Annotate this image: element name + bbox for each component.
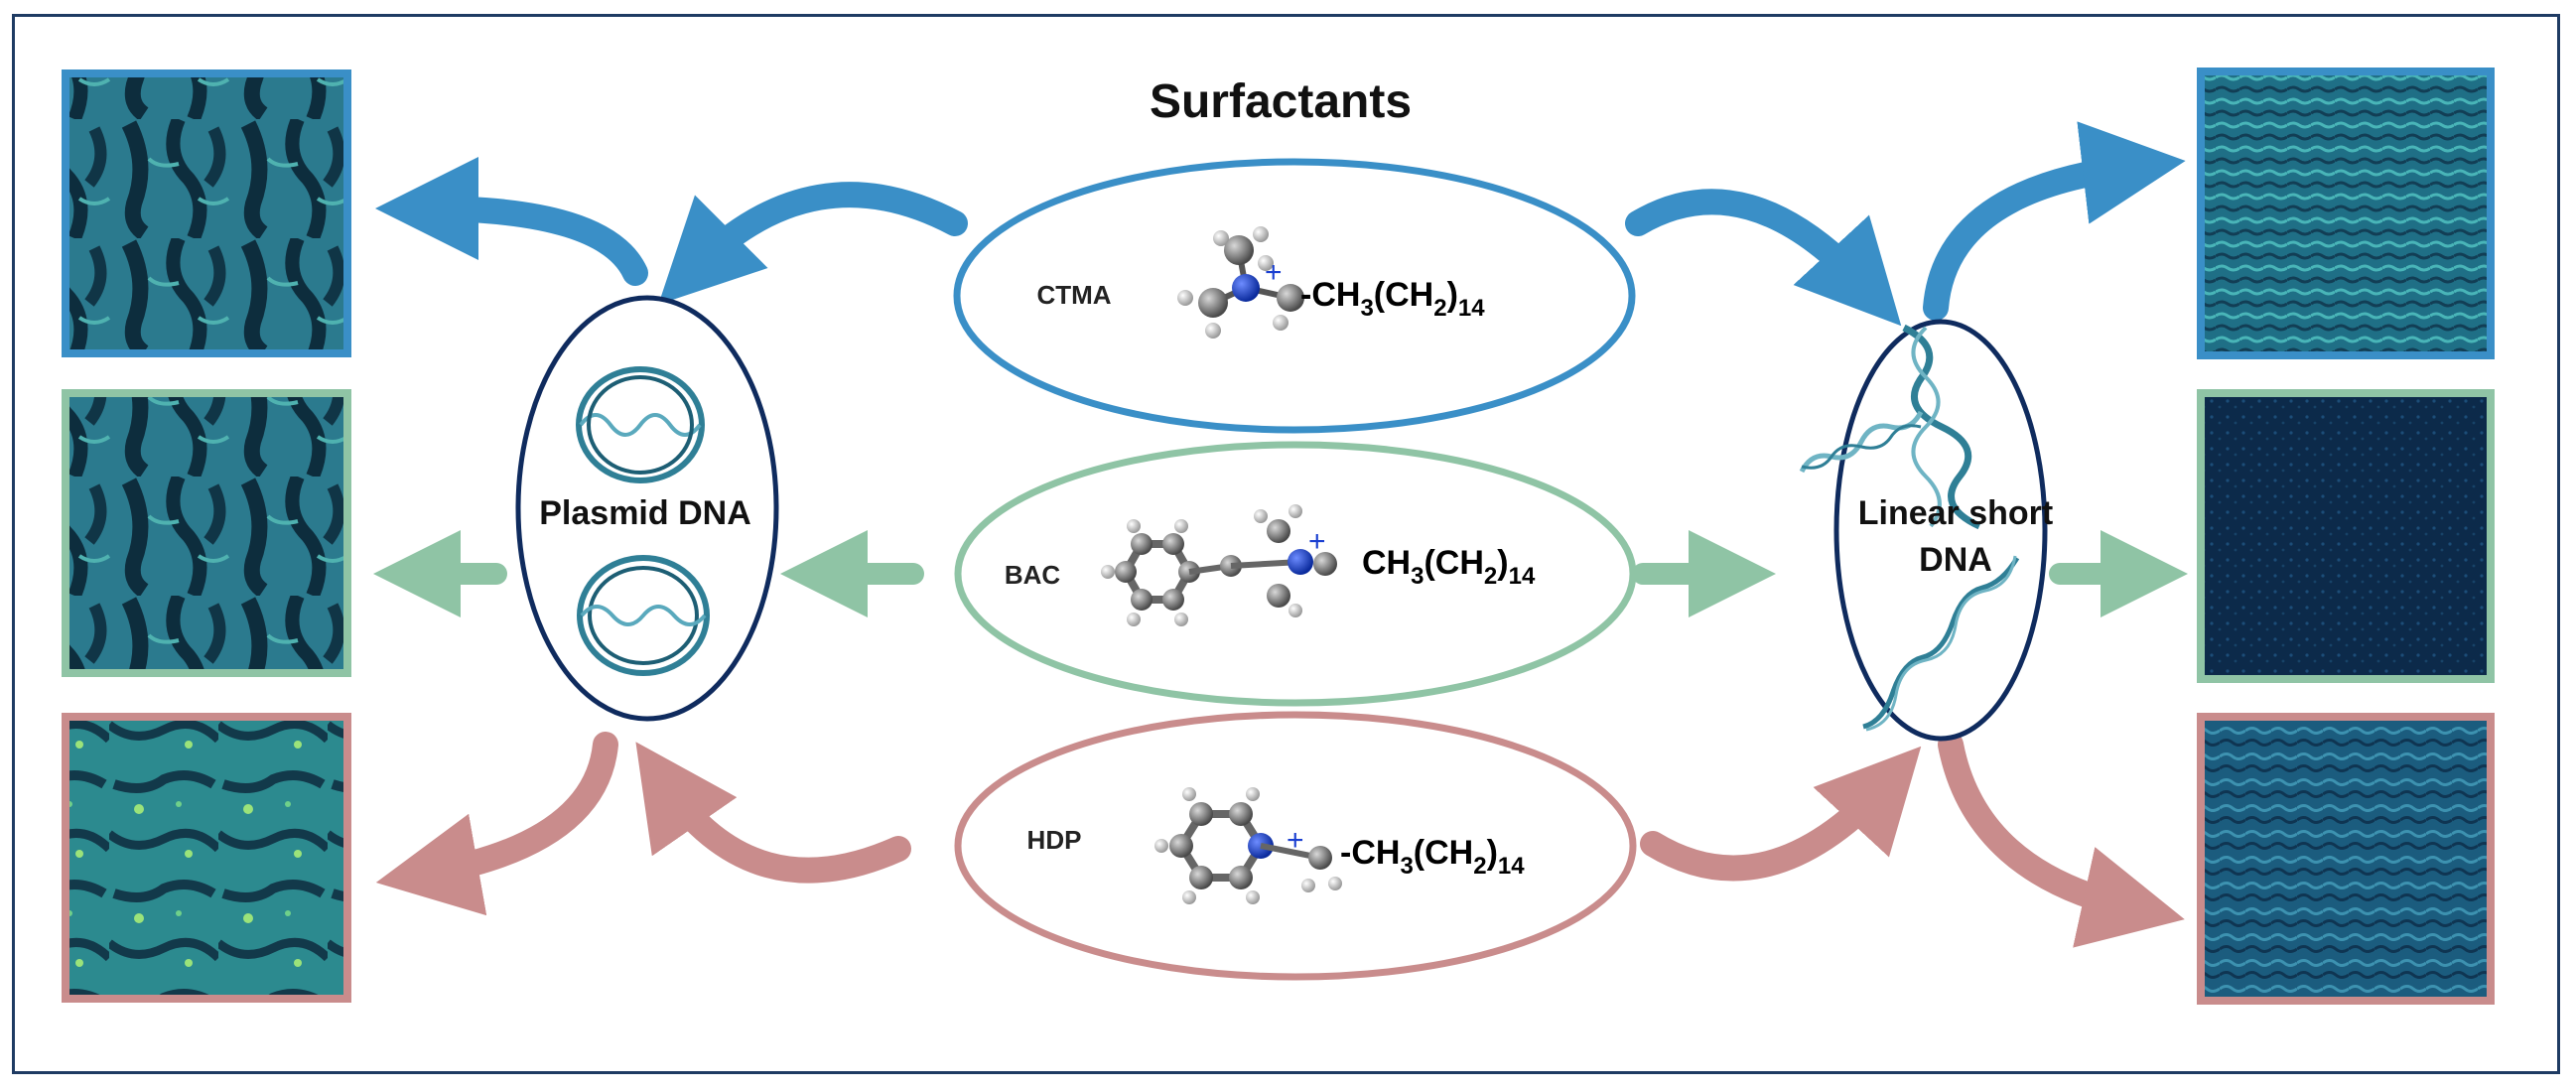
afm-image-right-bac	[2197, 389, 2495, 683]
arrow-hdp-to-linear	[1640, 746, 1922, 882]
bac-charge: +	[1308, 525, 1326, 558]
surfactant-bac-node: BAC + CH3(CH2)14	[954, 441, 1637, 707]
arrows-hdp	[375, 732, 2185, 948]
afm-image-left-ctma	[62, 69, 351, 357]
ctma-molecule-icon: +	[1177, 226, 1304, 339]
ctma-charge: +	[1265, 256, 1283, 289]
ctma-formula: -CH3(CH2)14	[1300, 276, 1485, 322]
hdp-formula: -CH3(CH2)14	[1340, 834, 1525, 880]
hdp-label: HDP	[1027, 825, 1082, 855]
plasmid-dna-label: Plasmid DNA	[539, 494, 751, 532]
diagram-title: Surfactants	[1150, 75, 1412, 128]
arrow-hdp-to-plasmid	[635, 742, 911, 884]
bac-formula: CH3(CH2)14	[1362, 544, 1536, 590]
arrow-ctma-to-plasmid	[658, 182, 968, 305]
ctma-label: CTMA	[1036, 280, 1111, 310]
hdp-molecule-icon: +	[1154, 787, 1342, 904]
surfactant-hdp-node: HDP + -CH3(CH2)14	[954, 711, 1637, 981]
afm-image-left-bac	[62, 389, 351, 677]
afm-image-right-hdp	[2197, 713, 2495, 1005]
plasmid-dna-node: Plasmid DNA	[515, 295, 779, 722]
arrow-linear-to-right-image-hdp	[1938, 732, 2185, 948]
bac-molecule-icon: +	[1101, 504, 1337, 626]
linear-dna-strand-3	[1862, 555, 2020, 732]
hdp-charge: +	[1287, 824, 1304, 857]
arrows-ctma	[375, 121, 2186, 327]
arrow-ctma-to-linear	[1625, 189, 1902, 327]
linear-dna-label-line2: DNA	[1919, 541, 1992, 579]
surfactant-ctma-node: CTMA + -CH3(CH2)14	[953, 158, 1636, 434]
arrow-linear-to-right-image	[1923, 121, 2186, 321]
linear-dna-strand-2	[1799, 410, 1924, 474]
arrow-plasmid-to-left-image-hdp	[375, 732, 618, 916]
afm-image-right-ctma	[2197, 68, 2495, 359]
afm-image-left-hdp	[62, 713, 351, 1003]
linear-dna-strand-1	[1902, 324, 1981, 530]
plasmid-dna-ring-bottom	[577, 555, 710, 676]
arrow-plasmid-to-left-image	[375, 157, 648, 286]
plasmid-dna-ring-top	[576, 366, 705, 483]
linear-dna-node: Linear short DNA	[1799, 319, 2053, 742]
linear-dna-label-line1: Linear short	[1858, 494, 2053, 532]
bac-label: BAC	[1005, 560, 1061, 590]
